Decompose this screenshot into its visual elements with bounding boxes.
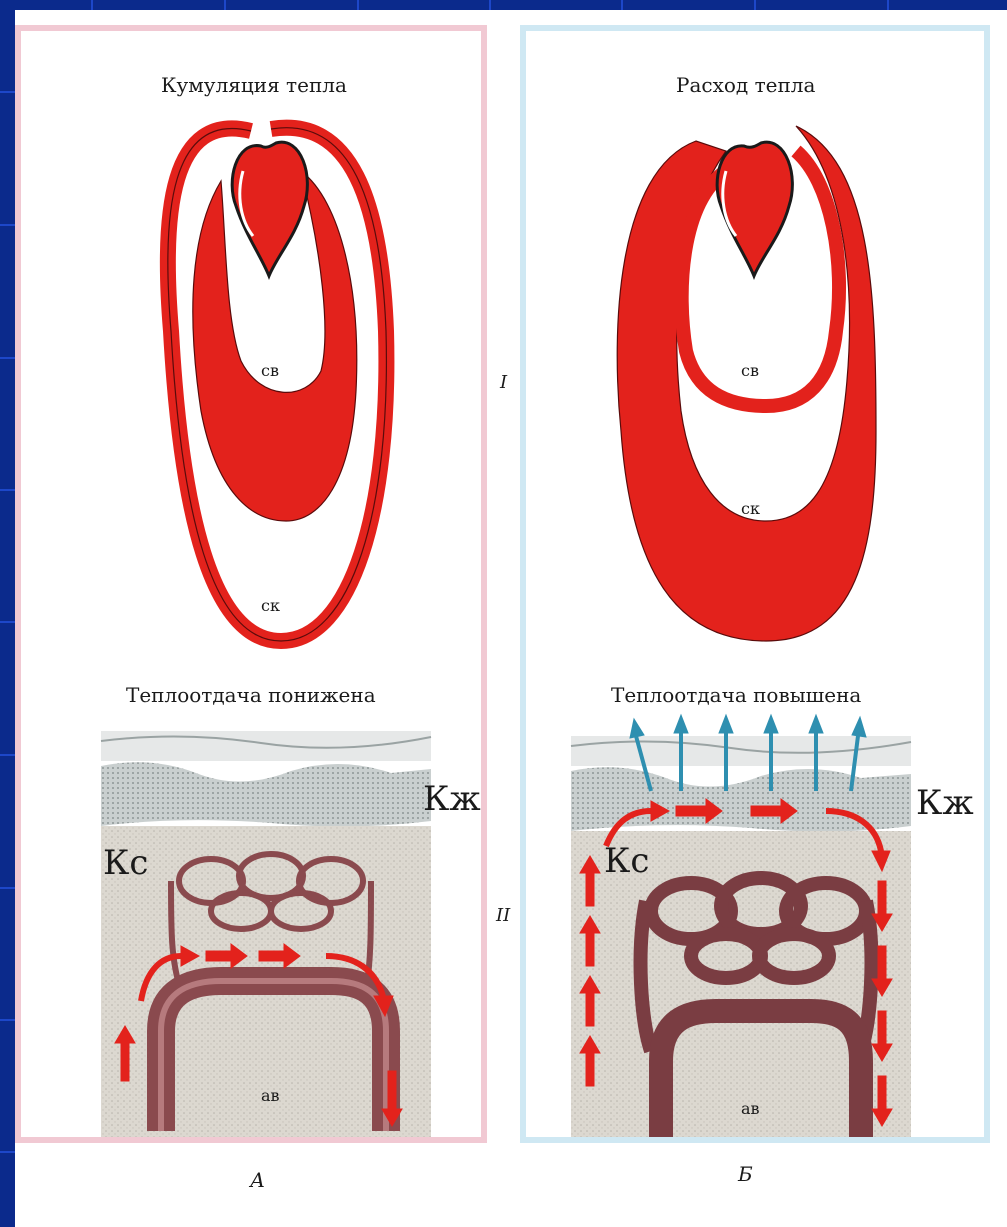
heart-icon bbox=[232, 142, 307, 276]
label-ks: Кс bbox=[604, 841, 649, 881]
label-kzh: Кж bbox=[423, 779, 481, 819]
label-sk: ск bbox=[261, 596, 280, 615]
label-ks: Кс bbox=[103, 843, 148, 883]
panel-b-graphics bbox=[526, 31, 984, 1137]
label-av: ав bbox=[261, 1086, 280, 1105]
row-label-top: I bbox=[500, 372, 507, 393]
panel-b-subtitle: Теплоотдача повышена bbox=[611, 683, 861, 707]
circulation-diagram-b bbox=[617, 126, 876, 641]
panel-b-title: Расход тепла bbox=[676, 73, 815, 97]
label-sv: св bbox=[261, 361, 279, 380]
panel-b: Расход тепла св ск Теплоотдача повышена … bbox=[520, 25, 990, 1143]
panel-a-subtitle: Теплоотдача понижена bbox=[126, 683, 376, 707]
circulation-diagram-a bbox=[168, 128, 387, 641]
skin-layer bbox=[101, 762, 431, 826]
panel-a-graphics bbox=[21, 31, 481, 1137]
label-sv: св bbox=[741, 361, 759, 380]
label-kzh: Кж bbox=[916, 783, 974, 823]
panel-b-letter: Б bbox=[738, 1162, 753, 1186]
label-av: ав bbox=[741, 1099, 760, 1118]
heart-icon bbox=[717, 142, 792, 276]
label-sk: ск bbox=[741, 499, 760, 518]
panel-a-letter: А bbox=[250, 1168, 265, 1192]
skin-section-b bbox=[571, 715, 911, 1137]
skin-section-a bbox=[101, 731, 431, 1137]
panel-a: Кумуляция тепла св ск Теплоотдача пониже… bbox=[15, 25, 487, 1143]
panel-a-title: Кумуляция тепла bbox=[161, 73, 347, 97]
row-label-bottom: II bbox=[496, 905, 510, 926]
